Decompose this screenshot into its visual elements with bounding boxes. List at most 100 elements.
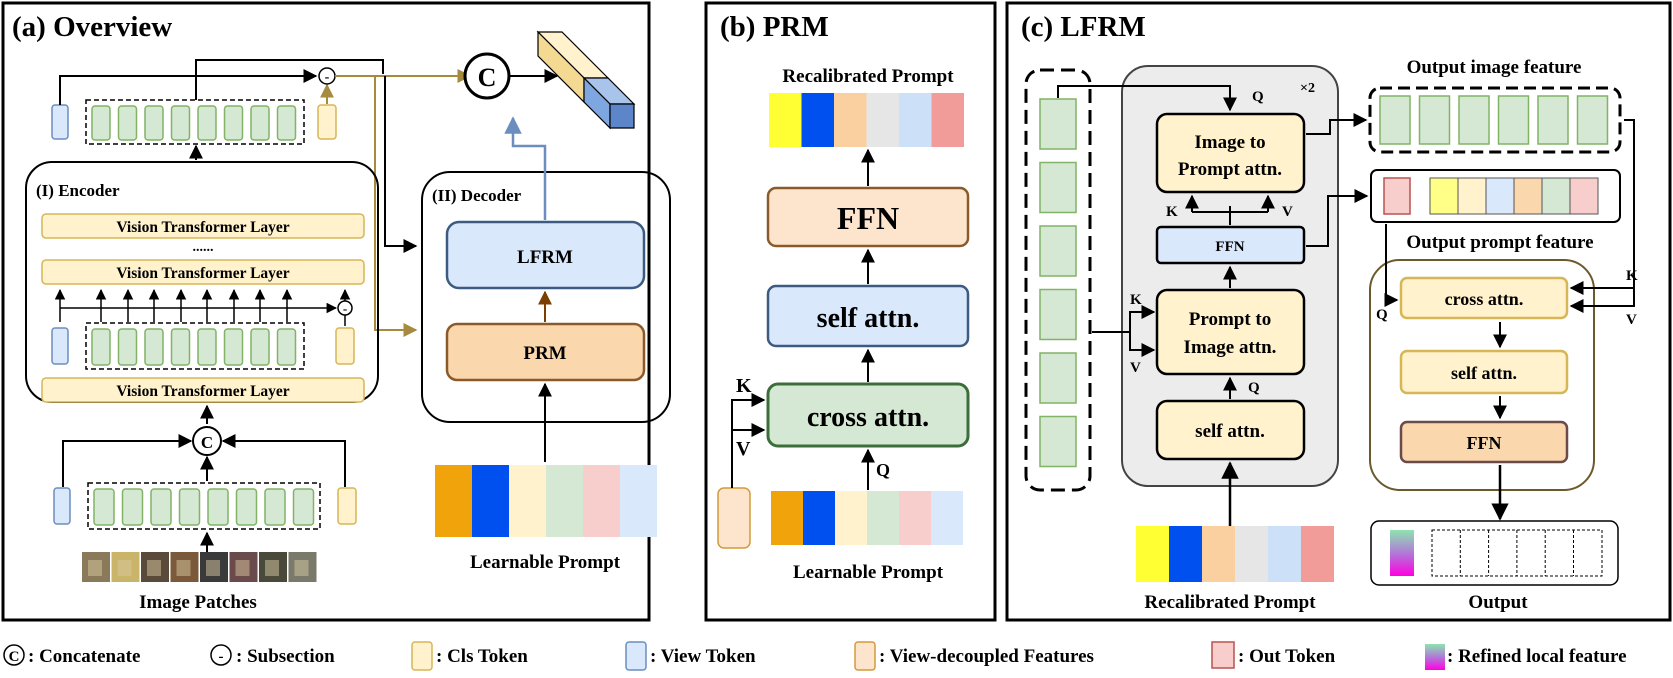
prompt-token [834, 93, 867, 147]
prm-cross-attn-label: cross attn. [807, 402, 929, 433]
lfrm-k-left: K [1130, 292, 1142, 308]
view-token [51, 104, 69, 140]
legend-subsection-symbol: - [219, 649, 224, 665]
refine-head-box [1369, 259, 1595, 491]
prompt-token [866, 93, 899, 147]
lfrm-image-feature-cells [1039, 98, 1077, 468]
prm-recalibrated-bar [769, 93, 964, 147]
lfrm-k-inner: K [1166, 204, 1178, 220]
patch-token [276, 328, 297, 366]
prompt-token [1136, 526, 1169, 582]
output-image-cell [1497, 95, 1530, 145]
input-view-token [53, 487, 71, 525]
legend-view-swatch [625, 641, 647, 671]
legend-concat-symbol: C [9, 649, 20, 665]
lfrm-self-attn-block [1155, 399, 1306, 461]
img-to-prompt-attn-block [1155, 112, 1306, 194]
prompt-token [835, 491, 867, 545]
prompt-token [769, 93, 802, 147]
legend-concat-icon [3, 644, 25, 666]
prompt-to-img-line2: Image attn. [1184, 337, 1277, 358]
patch-token [144, 328, 164, 366]
legend-out-token: : Out Token [1238, 646, 1336, 667]
refine-ffn-label: FFN [1467, 433, 1502, 453]
output-image-cell [1379, 95, 1411, 145]
prompt-token [899, 491, 931, 545]
subtract-symbol: - [325, 70, 330, 85]
patch-token [91, 328, 111, 366]
patch-token [121, 488, 144, 526]
enc-concat-symbol: C [201, 433, 213, 452]
prm-view-decoupled-feature [717, 487, 751, 549]
output-prompt-cells [1429, 177, 1599, 215]
lfrm-self-attn-label: self attn. [1195, 421, 1265, 442]
prompt-token [583, 465, 620, 537]
output-label: Output [1468, 592, 1528, 613]
legend-concatenate: : Concatenate [28, 646, 140, 667]
patch-token [117, 105, 138, 141]
legend-cls-token: : Cls Token [436, 646, 528, 667]
prm-v-label: V [736, 438, 751, 460]
enc-subtract-symbol: - [343, 301, 347, 316]
prompt-token [620, 465, 657, 537]
lfrm-block-label: LFRM [517, 247, 573, 268]
panel-lfrm: (c) LFRM ×2 Image to Prompt attn. FFN Pr… [1005, 1, 1672, 622]
prompt-token [472, 465, 509, 537]
refine-cross-attn [1399, 276, 1569, 320]
encoder-title: (I) Encoder [36, 181, 120, 200]
concat-operator [463, 52, 511, 100]
patch-token [223, 105, 244, 141]
image-feature-cell [1039, 98, 1077, 150]
prm-block-label: PRM [523, 343, 566, 364]
output-box [1370, 520, 1619, 586]
patch-token [117, 328, 138, 366]
legend-view-decoupled: : View-decoupled Features [879, 646, 1094, 667]
prompt-token [867, 491, 899, 545]
output-prompt-feature-group [1370, 169, 1621, 223]
enc-view-token [51, 327, 69, 365]
cls-token [317, 104, 337, 140]
patch-token [235, 488, 258, 526]
image-patches-label: Image Patches [139, 592, 257, 613]
patch-token [207, 488, 229, 526]
enc-concat [192, 426, 222, 456]
patch-token [250, 328, 270, 366]
learnable-prompt-bar [435, 465, 657, 537]
photo-patch-detail [206, 560, 220, 576]
output-image-feature-label: Output image feature [1407, 57, 1582, 78]
refine-ffn [1399, 420, 1569, 464]
lfrm-v-inner: V [1282, 204, 1293, 220]
image-patch-thumbnails [82, 552, 317, 582]
photo-patch-detail [235, 560, 250, 576]
photo-patch-detail [176, 560, 191, 576]
legend-refined-local: : Refined local feature [1447, 646, 1627, 667]
patch-token [264, 488, 286, 526]
prm-self-attn-block [766, 284, 970, 348]
lfrm-q-top: Q [1252, 89, 1264, 105]
patch-token [223, 328, 244, 366]
vit-layer-top [41, 213, 365, 239]
lfrm-recalibrated-label: Recalibrated Prompt [1144, 592, 1316, 613]
output-prompt-cell [1457, 177, 1487, 215]
photo-patch-detail [88, 560, 102, 576]
output-prompt-cell [1513, 177, 1543, 215]
prm-k-label: K [736, 375, 752, 397]
prm-learnable-label: Learnable Prompt [793, 562, 944, 583]
prompt-token [803, 491, 835, 545]
lfrm-ffn-small-label: FFN [1215, 239, 1244, 255]
output-image-cells [1379, 95, 1609, 145]
output-refined-feature [1390, 530, 1414, 576]
patch-token [276, 105, 297, 141]
patch-token [250, 105, 270, 141]
patch-token [292, 488, 315, 526]
concat-symbol: C [478, 63, 497, 92]
photo-patch-detail [117, 560, 132, 576]
lfrm-image-feature-column [1024, 68, 1092, 492]
prm-learnable-bar [771, 491, 963, 545]
prm-ffn-block [766, 186, 970, 248]
prompt-token [931, 93, 964, 147]
output-image-cell [1458, 95, 1490, 145]
prompt-to-img-attn-block [1155, 288, 1306, 376]
img-to-prompt-line1: Image to [1194, 132, 1265, 153]
